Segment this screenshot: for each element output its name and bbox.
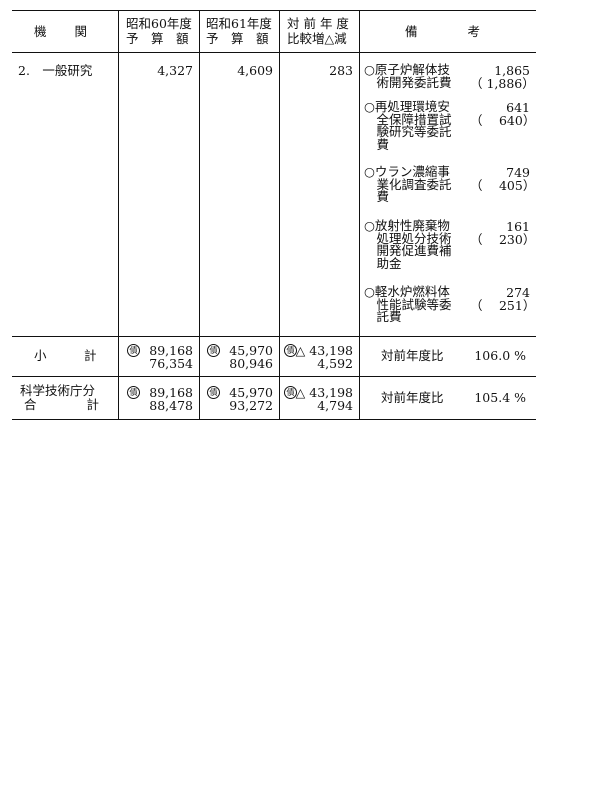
row-research-prev: 4,327 (157, 63, 193, 78)
row-subtotal-diff-2: 4,592 (317, 356, 353, 371)
debt-mark-icon: 債 (127, 386, 140, 399)
note-item-4-value: 161 (506, 219, 530, 234)
row-research-bottom-rule (12, 336, 536, 337)
row-subtotal-prev-1: 89,168 (149, 343, 193, 358)
note-item-4-prev: （ 230） (470, 232, 536, 247)
header-diff-line2: 比較増△減 (287, 31, 347, 46)
header-diff-line1: 対 前 年 度 (287, 16, 349, 31)
row-total-curr-1: 45,970 (229, 385, 273, 400)
col-divider-3 (279, 10, 280, 419)
table-bottom-rule (12, 419, 536, 420)
note-item-5-text: ○軽水炉燃料体 性能試験等委 託費 (364, 284, 452, 324)
header-organ: 機 関 (34, 24, 89, 39)
table-top-rule (12, 10, 536, 11)
debt-mark-icon: 債 (127, 344, 140, 357)
row-subtotal-organ: 小 計 (34, 348, 97, 363)
row-total-prev-1: 89,168 (149, 385, 193, 400)
note-item-1-text: ○原子炉解体技 術開発委託費 (364, 62, 452, 90)
row-total-note-value: 105.4 % (474, 390, 526, 405)
debt-mark-icon: 債 (207, 386, 220, 399)
header-prev-line2: 予 算 額 (126, 31, 189, 46)
header-curr-line2: 予 算 額 (206, 31, 269, 46)
header-bottom-rule (12, 52, 536, 53)
row-total-organ-line1: 科学技術庁分 (20, 383, 96, 398)
row-research-organ: 2. 一般研究 (18, 63, 93, 78)
row-research-curr: 4,609 (237, 63, 273, 78)
header-prev-line1: 昭和60年度 (126, 16, 192, 31)
note-item-3-value: 749 (506, 165, 530, 180)
row-subtotal-note-label: 対前年度比 (381, 348, 444, 363)
row-subtotal-bottom-rule (12, 376, 536, 377)
note-item-4-text: ○放射性廃棄物 処理処分技術 開発促進費補 助金 (364, 218, 452, 271)
note-item-5-value: 274 (506, 285, 530, 300)
note-item-5-prev: （ 251） (470, 298, 536, 313)
row-total-note-label: 対前年度比 (381, 390, 444, 405)
row-total-diff-2: 4,794 (317, 398, 353, 413)
row-subtotal-prev-2: 76,354 (149, 356, 193, 371)
header-curr-line1: 昭和61年度 (206, 16, 272, 31)
col-divider-2 (199, 10, 200, 419)
header-notes: 備 考 (405, 24, 481, 39)
row-subtotal-diff-1: △ 43,198 (295, 343, 353, 358)
row-subtotal-curr-2: 80,946 (229, 356, 273, 371)
row-subtotal-curr-1: 45,970 (229, 343, 273, 358)
note-item-1-prev: （ 1,886） (470, 76, 535, 91)
row-subtotal-note-value: 106.0 % (474, 348, 526, 363)
note-item-1-value: 1,865 (494, 63, 530, 78)
row-total-diff-1: △ 43,198 (295, 385, 353, 400)
col-divider-4 (359, 10, 360, 419)
row-total-curr-2: 93,272 (229, 398, 273, 413)
note-item-2-prev: （ 640） (470, 113, 536, 128)
debt-mark-icon: 債 (284, 386, 297, 399)
note-item-3-prev: （ 405） (470, 178, 536, 193)
debt-mark-icon: 債 (284, 344, 297, 357)
row-total-prev-2: 88,478 (149, 398, 193, 413)
debt-mark-icon: 債 (207, 344, 220, 357)
row-total-organ-line2: 合 計 (24, 397, 100, 412)
col-divider-1 (118, 10, 119, 419)
row-research-diff: 283 (329, 63, 353, 78)
note-item-2-text: ○再処理環境安 全保障措置試 験研究等委託 費 (364, 99, 452, 152)
note-item-2-value: 641 (506, 100, 530, 115)
note-item-3-text: ○ウラン濃縮事 業化調査委託 費 (364, 164, 452, 204)
